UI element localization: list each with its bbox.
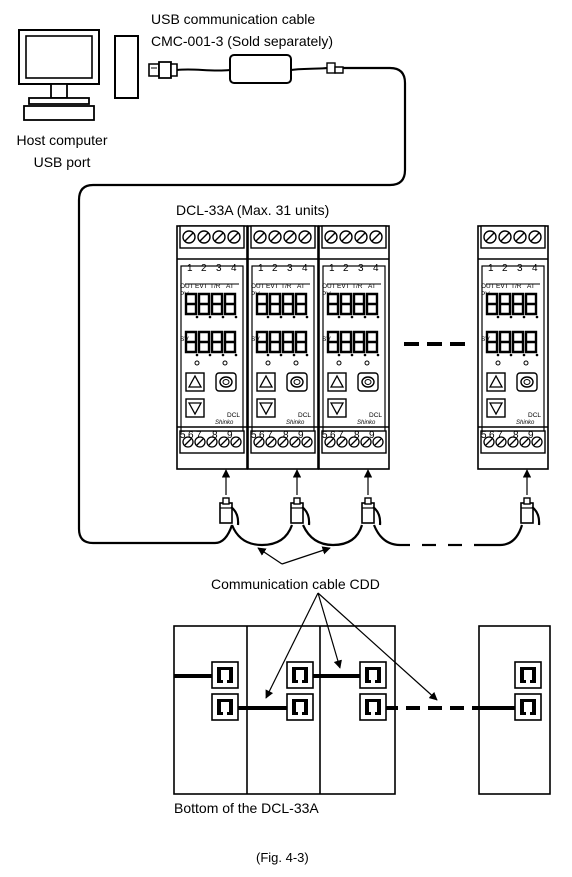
indicator-label: T/R xyxy=(281,283,292,290)
communication-cable-label: Communication cable CDD xyxy=(211,576,380,592)
top-terminal-number: 3 xyxy=(358,263,364,274)
cdd-cable xyxy=(214,524,524,547)
model-label: DCL xyxy=(528,412,541,419)
bottom-of-dcl-label: Bottom of the DCL-33A xyxy=(174,800,319,816)
indicator-label: EVT xyxy=(337,283,350,290)
indicator-label: AT xyxy=(527,283,535,290)
jack-lower-n xyxy=(514,693,542,721)
top-terminal-number: 3 xyxy=(216,263,222,274)
pv-label: PV xyxy=(251,291,260,298)
indicator-label: T/R xyxy=(352,283,363,290)
top-terminal-number: 1 xyxy=(258,263,264,274)
indicator-label: OUT xyxy=(251,283,265,290)
host-computer-icon xyxy=(18,29,139,121)
bottom-terminal-number: 8 xyxy=(212,430,218,441)
bottom-cables xyxy=(174,674,515,710)
indicator-label: OUT xyxy=(322,283,336,290)
indicator-label: AT xyxy=(297,283,305,290)
top-terminal-number: 2 xyxy=(201,263,207,274)
bottom-terminal-number: 9 xyxy=(528,430,534,441)
jack-lower-1 xyxy=(211,693,239,721)
bottom-housing xyxy=(173,625,551,795)
bottom-terminal-number: 5 xyxy=(251,430,257,441)
cdd-plug-3 xyxy=(360,496,382,527)
top-terminal-number: 4 xyxy=(532,263,538,274)
bottom-terminal-number: 5 xyxy=(481,430,487,441)
top-terminal-number: 2 xyxy=(343,263,349,274)
bottom-terminal-number: 6 xyxy=(188,430,194,441)
bottom-terminal-number: 8 xyxy=(513,430,519,441)
indicator-label: EVT xyxy=(266,283,279,290)
bottom-terminal-number: 5 xyxy=(180,430,186,441)
usb-cable-label-line1: USB communication cable xyxy=(151,11,316,27)
bottom-terminal-number: 8 xyxy=(354,430,360,441)
sv-label: SV xyxy=(180,336,189,343)
bottom-terminal-number: 7 xyxy=(497,430,503,441)
indicator-label: EVT xyxy=(195,283,208,290)
top-terminal-number: 1 xyxy=(329,263,335,274)
brand-label: Shinko xyxy=(286,420,305,426)
pv-label: PV xyxy=(180,291,189,298)
bottom-terminal-number: 9 xyxy=(298,430,304,441)
bottom-terminal-number: 6 xyxy=(489,430,495,441)
figure-caption: (Fig. 4-3) xyxy=(256,850,309,865)
top-terminal-number: 1 xyxy=(488,263,494,274)
indicator-label: OUT xyxy=(481,283,495,290)
pv-label: PV xyxy=(481,291,490,298)
brand-label: Shinko xyxy=(215,420,234,426)
sv-label: SV xyxy=(481,336,490,343)
brand-label: Shinko xyxy=(516,420,535,426)
model-label: DCL xyxy=(298,412,311,419)
indicator-label: OUT xyxy=(180,283,194,290)
usb-cable xyxy=(77,54,407,545)
bottom-terminal-number: 6 xyxy=(259,430,265,441)
bottom-terminal-number: 9 xyxy=(227,430,233,441)
top-terminal-number: 2 xyxy=(502,263,508,274)
indicator-label: AT xyxy=(226,283,234,290)
jack-lower-2 xyxy=(286,693,314,721)
top-terminal-number: 4 xyxy=(302,263,308,274)
bottom-terminal-number: 8 xyxy=(283,430,289,441)
bottom-terminal-number: 7 xyxy=(267,430,273,441)
top-terminal-number: 3 xyxy=(517,263,523,274)
usb-cable-label-line2: CMC-001-3 (Sold separately) xyxy=(151,33,334,49)
bottom-terminal-number: 7 xyxy=(196,430,202,441)
model-label: DCL xyxy=(227,412,240,419)
cdd-plug-n xyxy=(519,496,541,527)
indicator-label: T/R xyxy=(511,283,522,290)
top-terminal-number: 4 xyxy=(231,263,237,274)
sv-label: SV xyxy=(251,336,260,343)
host-computer-label: Host computer xyxy=(16,132,108,148)
top-terminal-number: 1 xyxy=(187,263,193,274)
top-terminal-number: 4 xyxy=(373,263,379,274)
indicator-label: AT xyxy=(368,283,376,290)
indicator-label: EVT xyxy=(496,283,509,290)
jack-upper-2 xyxy=(286,661,314,689)
cdd-plug-1 xyxy=(218,496,240,527)
pv-label: PV xyxy=(322,291,331,298)
top-terminal-number: 3 xyxy=(287,263,293,274)
bottom-terminal-number: 6 xyxy=(330,430,336,441)
jack-lower-3 xyxy=(359,693,387,721)
dcl-title-label: DCL-33A (Max. 31 units) xyxy=(176,202,330,218)
bottom-terminal-number: 9 xyxy=(369,430,375,441)
usb-port-label: USB port xyxy=(33,154,91,170)
cdd-plug-2 xyxy=(289,496,311,527)
bottom-terminal-number: 5 xyxy=(322,430,328,441)
top-terminal-number: 2 xyxy=(272,263,278,274)
brand-label: Shinko xyxy=(357,420,376,426)
sv-label: SV xyxy=(322,336,331,343)
bottom-terminal-number: 7 xyxy=(338,430,344,441)
jack-upper-n xyxy=(514,661,542,689)
jack-upper-3 xyxy=(359,661,387,689)
model-label: DCL xyxy=(369,412,382,419)
jack-upper-1 xyxy=(211,661,239,689)
indicator-label: T/R xyxy=(210,283,221,290)
